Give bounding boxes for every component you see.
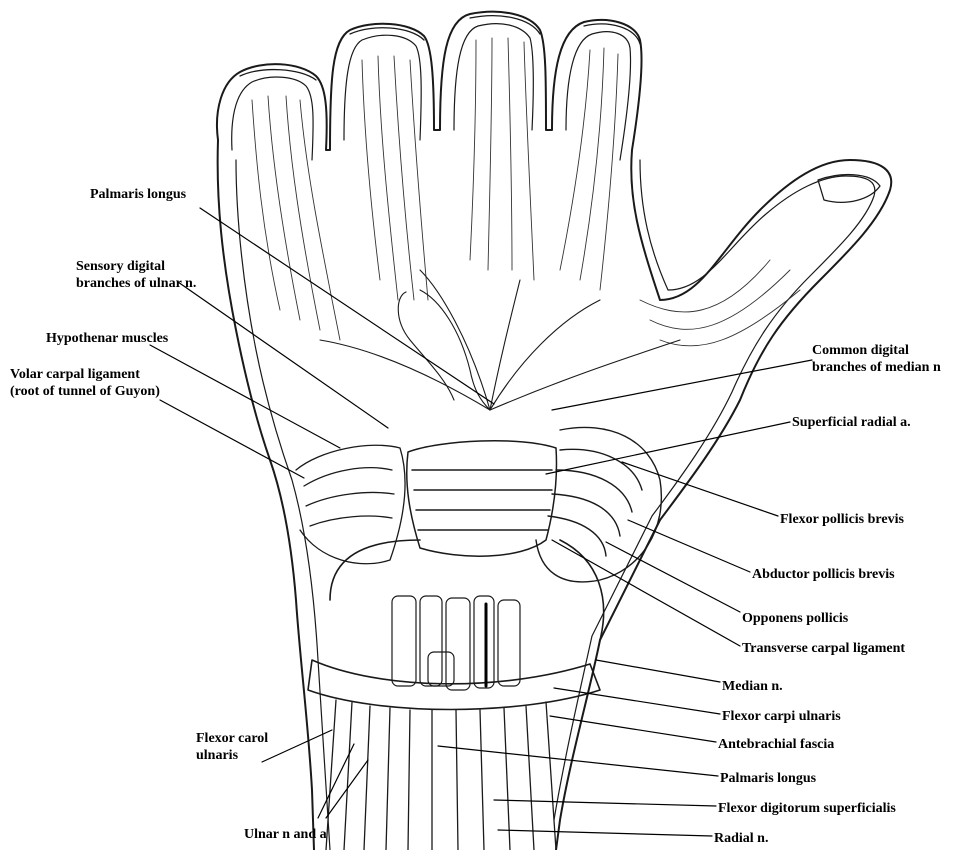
label-volar-carpal-ligament: Volar carpal ligament (root of tunnel of… bbox=[10, 366, 160, 400]
leader-flexor-carol bbox=[262, 730, 332, 762]
label-flexor-pollicis-brevis: Flexor pollicis brevis bbox=[780, 511, 904, 528]
leader-ulnar-a bbox=[318, 744, 354, 818]
label-flexor-carol-line2: ulnaris bbox=[196, 747, 268, 764]
label-transverse-carpal-ligament: Transverse carpal ligament bbox=[742, 640, 905, 657]
leader-radial-n bbox=[498, 830, 712, 836]
leader-flexor-pollicis-brevis bbox=[622, 462, 778, 516]
label-superficial-radial-a: Superficial radial a. bbox=[792, 414, 911, 431]
label-volar-carpal-line1: Volar carpal ligament bbox=[10, 366, 160, 383]
label-sensory-digital-branches: Sensory digital branches of ulnar n. bbox=[76, 258, 196, 292]
thenar-muscles bbox=[536, 427, 661, 581]
forearm-cut-section bbox=[308, 540, 604, 710]
leader-palmaris-longus-bottom bbox=[438, 746, 718, 776]
label-palmaris-longus-bottom: Palmaris longus bbox=[720, 770, 816, 787]
label-sensory-digital-line2: branches of ulnar n. bbox=[76, 275, 196, 292]
leader-median-n bbox=[596, 660, 720, 682]
label-flexor-carol-line1: Flexor carol bbox=[196, 730, 268, 747]
finger-caps bbox=[240, 16, 880, 203]
leader-palmaris-longus-top bbox=[200, 208, 494, 404]
label-hypothenar-muscles: Hypothenar muscles bbox=[46, 330, 168, 347]
label-ulnar-n-and-a: Ulnar n and a bbox=[244, 826, 327, 843]
label-antebrachial-fascia: Antebrachial fascia bbox=[718, 736, 834, 753]
label-radial-n: Radial n. bbox=[714, 830, 768, 847]
label-flexor-carol-ulnaris: Flexor carol ulnaris bbox=[196, 730, 268, 764]
hand-inner-edge bbox=[232, 24, 875, 850]
leader-hypothenar bbox=[150, 345, 340, 448]
forearm-tendons bbox=[326, 700, 556, 850]
label-volar-carpal-line2: (root of tunnel of Guyon) bbox=[10, 383, 160, 400]
transverse-carpal-ligament bbox=[407, 441, 557, 556]
label-flexor-digitorum-superficialis: Flexor digitorum superficialis bbox=[718, 800, 896, 817]
leader-flexor-carpi-ulnaris bbox=[554, 688, 720, 714]
leader-antebrachial-fascia bbox=[550, 716, 716, 742]
leader-flexor-digitorum bbox=[494, 800, 716, 806]
hypothenar-muscles bbox=[296, 445, 405, 564]
leader-volar-carpal bbox=[160, 400, 304, 478]
leader-superficial-radial bbox=[546, 422, 790, 474]
finger-tendons bbox=[252, 38, 800, 346]
label-flexor-carpi-ulnaris: Flexor carpi ulnaris bbox=[722, 708, 841, 725]
palmar-aponeurosis bbox=[320, 270, 680, 410]
leader-sensory-digital bbox=[178, 282, 388, 428]
label-median-n: Median n. bbox=[722, 678, 783, 695]
label-common-digital-line1: Common digital bbox=[812, 342, 941, 359]
label-sensory-digital-line1: Sensory digital bbox=[76, 258, 196, 275]
label-abductor-pollicis-brevis: Abductor pollicis brevis bbox=[752, 566, 895, 583]
label-opponens-pollicis: Opponens pollicis bbox=[742, 610, 848, 627]
label-common-digital-branches: Common digital branches of median n bbox=[812, 342, 941, 376]
leader-opponens-pollicis bbox=[606, 542, 740, 612]
label-palmaris-longus-top: Palmaris longus bbox=[90, 186, 186, 203]
carpal-tendons bbox=[392, 596, 520, 690]
label-common-digital-line2: branches of median n bbox=[812, 359, 941, 376]
leader-common-digital bbox=[552, 360, 812, 410]
